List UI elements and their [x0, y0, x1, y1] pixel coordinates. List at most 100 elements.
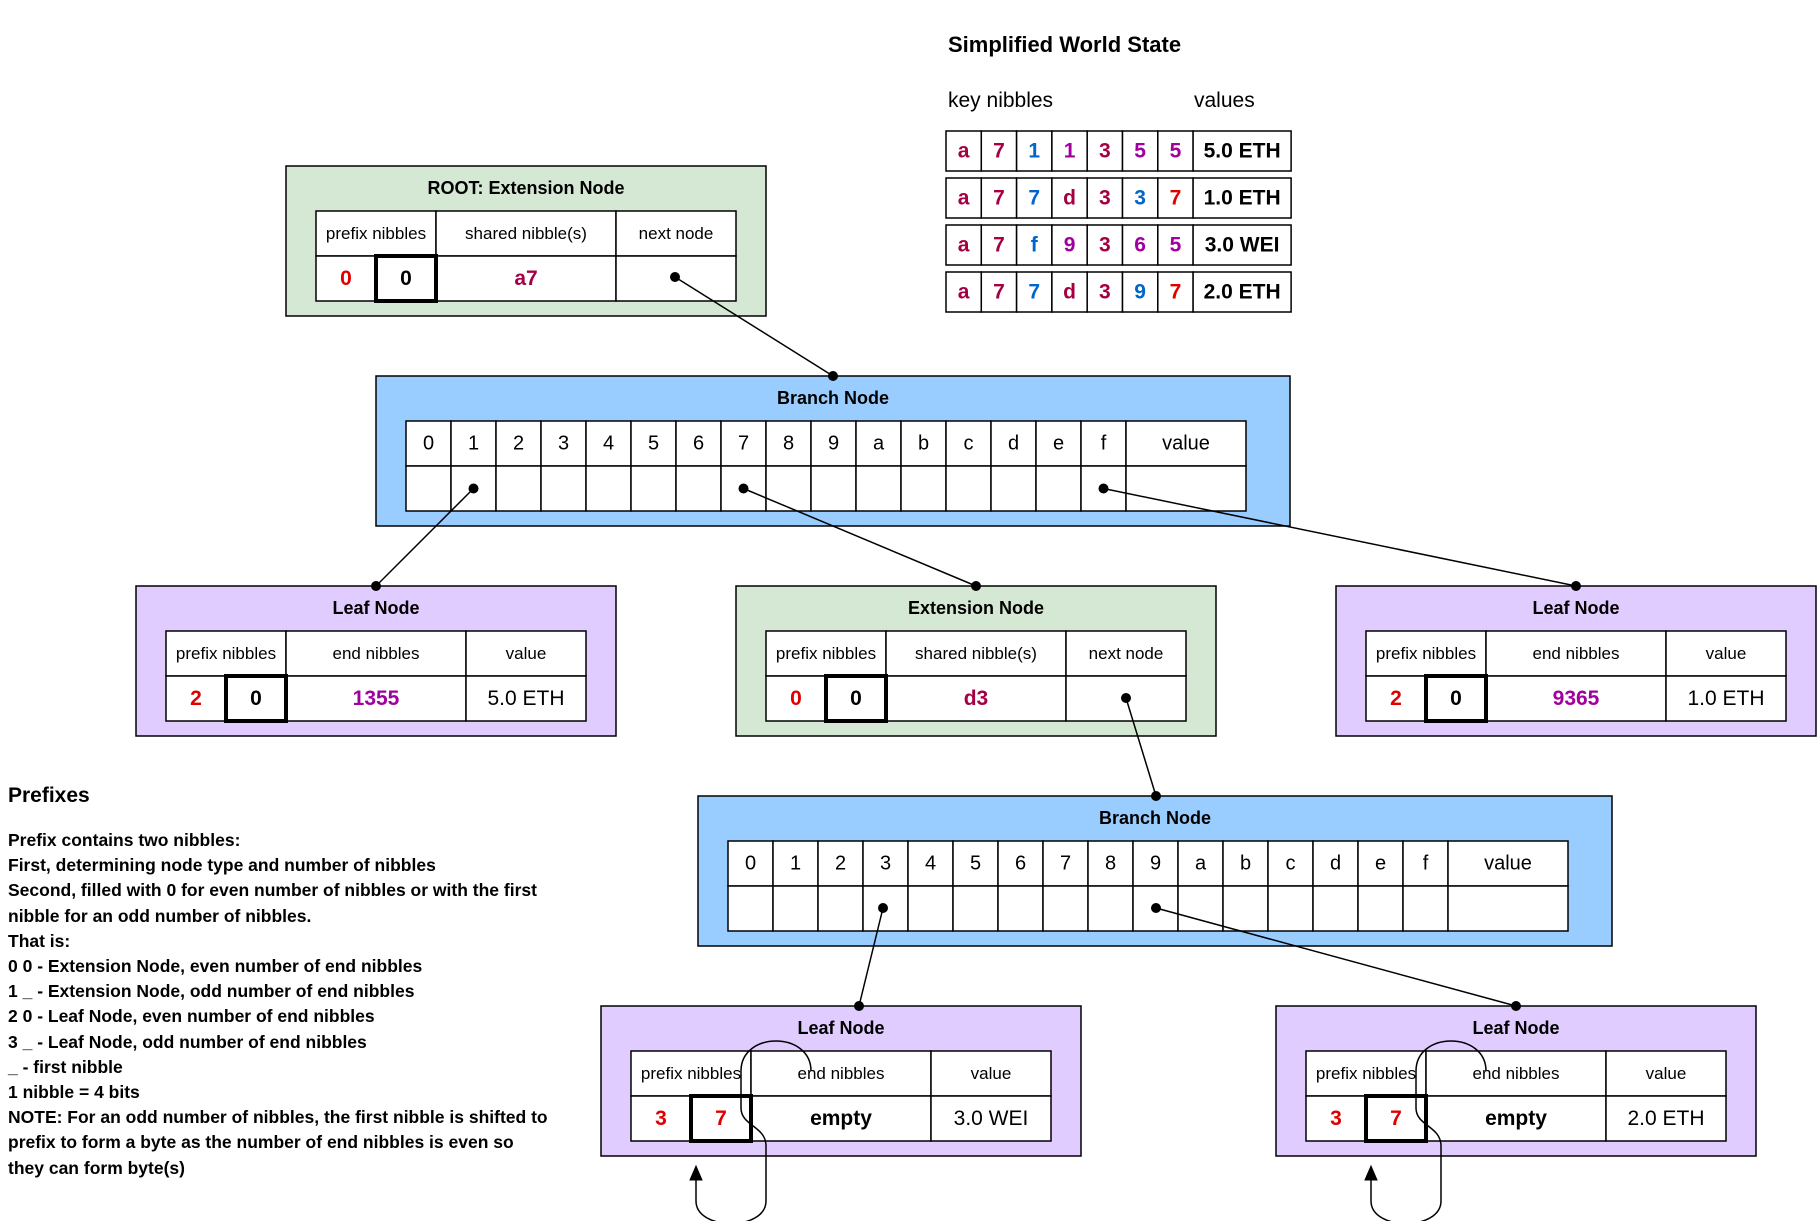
- branch-slot-label: e: [1053, 433, 1064, 455]
- branch-slot-label: 2: [835, 853, 846, 875]
- leaf-end-nibbles: empty: [1485, 1107, 1547, 1130]
- branch-slot-cell: [907, 885, 954, 932]
- branch-slot-cell: [1087, 885, 1134, 932]
- world-state-value: 2.0 ETH: [1204, 281, 1281, 304]
- branch-slot-header-cell: [810, 420, 857, 467]
- branch-slot-cell: [855, 465, 902, 512]
- branch-slot-cell: [1042, 885, 1089, 932]
- branch-slot-header-cell: [1312, 840, 1359, 887]
- leaf-value-cell: [1665, 675, 1787, 722]
- world-state-nibble: 7: [1170, 281, 1182, 304]
- world-state-nibble-cell: [1086, 271, 1124, 313]
- pointer-dot: [738, 483, 749, 494]
- world-state-nibble: a: [958, 140, 970, 163]
- world-state-nibble: 1: [1064, 140, 1076, 163]
- world-state-value-cell: [1192, 271, 1292, 313]
- world-state-nibble: 7: [993, 140, 1005, 163]
- prefixes-line: Second, filled with 0 for even number of…: [8, 880, 537, 901]
- prefixes-line: 2 0 - Leaf Node, even number of end nibb…: [8, 1006, 375, 1027]
- world-state-nibble-cell: [1015, 130, 1053, 172]
- prefix-nibble-second-box: [374, 254, 438, 303]
- leaf-column-header: value: [506, 644, 547, 663]
- branch-slot-cell: [1357, 885, 1404, 932]
- world-state-nibble: 7: [1170, 187, 1182, 210]
- world-state-nibble-cell: [1086, 224, 1124, 266]
- branch-slot-header-cell: [855, 420, 902, 467]
- branch-slot-cell: [585, 465, 632, 512]
- extension-header-cell: [315, 210, 437, 257]
- extension-column-header: shared nibble(s): [915, 644, 1037, 663]
- world-state-nibble-cell: [1015, 224, 1053, 266]
- leaf-column-header: value: [971, 1064, 1012, 1083]
- pointer-dot: [1151, 791, 1161, 801]
- world-state-value: 3.0 WEI: [1205, 234, 1280, 257]
- branch-slot-cell: [772, 885, 819, 932]
- branch-slot-cell: [727, 885, 774, 932]
- leaf-value-cell: [285, 675, 467, 722]
- prefix-nibble-first: 0: [340, 267, 352, 290]
- nibble-shift-loop-arrow: [695, 1040, 812, 1221]
- pointer-slot-f-to-leaf: [1103, 487, 1577, 587]
- prefix-nibble-second: 0: [250, 687, 262, 710]
- world-state-value-header: values: [1194, 89, 1255, 112]
- branch-slot-cell: [862, 885, 909, 932]
- branch-slot-label: 0: [423, 433, 434, 455]
- extension-shared-nibbles: d3: [964, 687, 989, 710]
- pointer-slot-7-to-extension: [743, 487, 977, 587]
- leaf-node-title: Leaf Node: [332, 598, 419, 618]
- branch-slot-label: e: [1375, 853, 1386, 875]
- branch-slot-header-cell: [1447, 840, 1569, 887]
- nibble-shift-arrowhead: [1364, 1164, 1378, 1181]
- leaf-node-title: Leaf Node: [1472, 1018, 1559, 1038]
- branch-node-title: Branch Node: [777, 388, 889, 408]
- world-state-nibble: 7: [993, 281, 1005, 304]
- pointer-dot: [971, 581, 981, 591]
- branch-slot-cell: [1402, 885, 1449, 932]
- pointer-dot: [828, 371, 838, 381]
- branch-slot-label: 4: [925, 853, 936, 875]
- world-state-nibble: 1: [1028, 140, 1040, 163]
- world-state-nibble: 5: [1170, 234, 1182, 257]
- extension-column-header: next node: [1089, 644, 1164, 663]
- leaf-header-cell: [750, 1050, 932, 1097]
- branch-slot-label: 7: [1060, 853, 1071, 875]
- leaf-value: 2.0 ETH: [1627, 1107, 1704, 1130]
- world-state-nibble-cell: [980, 130, 1018, 172]
- prefix-nibble-second-box: [824, 674, 888, 723]
- branch-slot-cell: [630, 465, 677, 512]
- branch-slot-header-cell: [1042, 840, 1089, 887]
- branch-slot-header-cell: [1222, 840, 1269, 887]
- leaf-column-header: value: [1646, 1064, 1687, 1083]
- branch-slot-header-cell: [540, 420, 587, 467]
- leaf-column-header: end nibbles: [798, 1064, 885, 1083]
- leaf-column-header: end nibbles: [333, 644, 420, 663]
- leaf-header-cell: [630, 1050, 752, 1097]
- extension-node-title: ROOT: Extension Node: [427, 178, 624, 198]
- prefix-nibble-second-box: [1364, 1094, 1428, 1143]
- world-state-nibble-cell: [1051, 224, 1088, 266]
- pointer-dot: [878, 903, 888, 913]
- branch-slot-header-cell: [990, 420, 1037, 467]
- branch-slot-header-cell: [1087, 840, 1134, 887]
- world-state-nibble: 6: [1134, 234, 1146, 257]
- leaf-header-cell: [1485, 630, 1667, 677]
- prefix-nibble-second: 7: [715, 1107, 727, 1130]
- world-state-nibble: 3: [1099, 234, 1111, 257]
- pointer-dot: [670, 272, 680, 282]
- prefixes-line: nibble for an odd number of nibbles.: [8, 905, 312, 926]
- branch-slot-label: 8: [783, 433, 794, 455]
- branch-slot-cell: [1125, 465, 1247, 512]
- world-state-nibble: a: [958, 187, 970, 210]
- branch-slot-header-cell: [1357, 840, 1404, 887]
- pointer-slot-9-to-leaf: [1155, 907, 1517, 1007]
- pointer-root-to-branch: [674, 276, 834, 377]
- prefix-nibble-second-box: [1424, 674, 1488, 723]
- prefixes-line: 3 _ - Leaf Node, odd number of end nibbl…: [8, 1031, 367, 1052]
- prefixes-line: prefix to form a byte as the number of e…: [8, 1132, 514, 1153]
- branch-slot-cell: [900, 465, 947, 512]
- prefix-nibble-first: 2: [1390, 687, 1402, 710]
- pointer-slot-3-to-leaf: [858, 907, 884, 1007]
- world-state-nibble: 5: [1134, 140, 1146, 163]
- world-state-value: 1.0 ETH: [1204, 187, 1281, 210]
